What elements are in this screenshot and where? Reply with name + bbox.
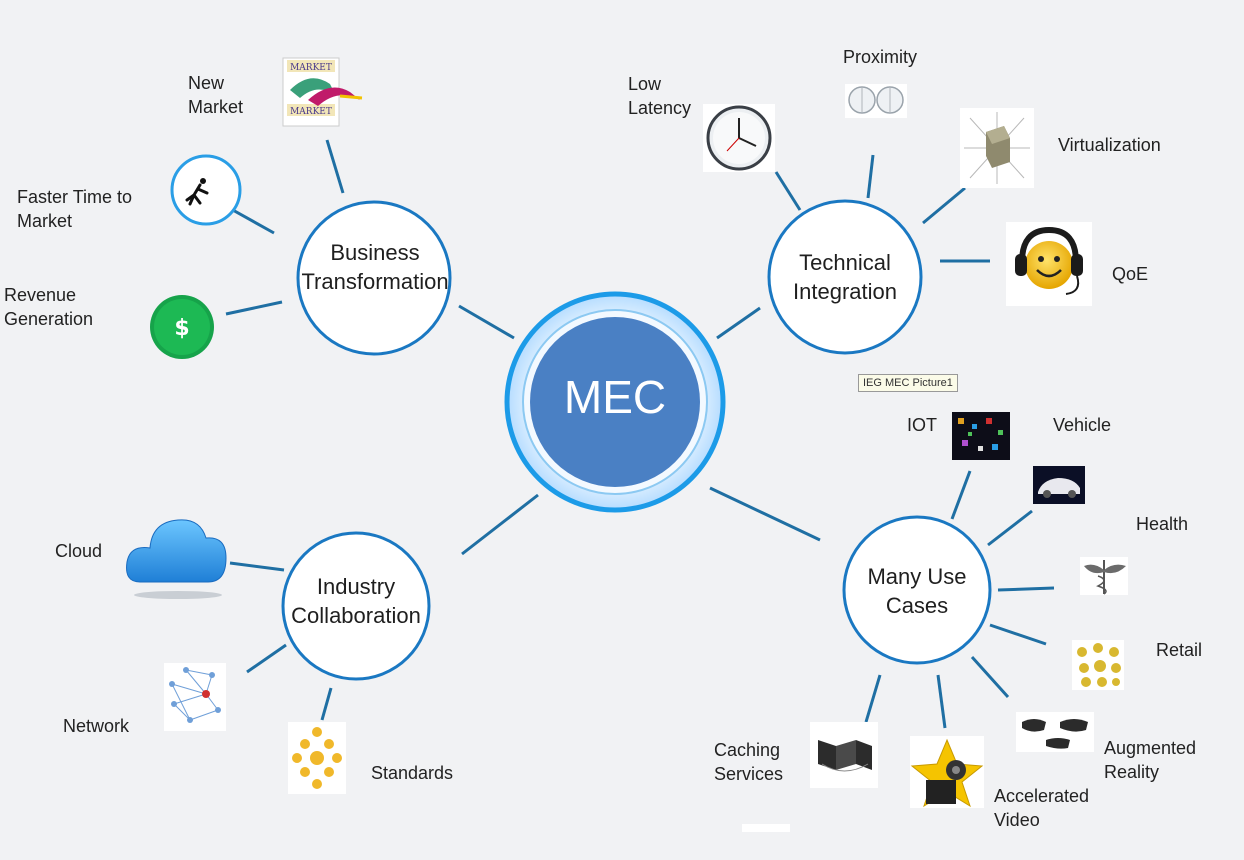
- connector-low-latency: [774, 171, 802, 211]
- svg-text:MARKET: MARKET: [290, 63, 332, 73]
- market-logo-icon: MARKET MARKET: [282, 57, 363, 127]
- film-star-icon: [910, 736, 984, 808]
- clock-icon: [703, 104, 775, 172]
- label-retail: Retail: [1156, 640, 1203, 660]
- connector-ar: [970, 655, 1010, 699]
- connector-network: [246, 643, 287, 674]
- ar-glasses-icon: [1016, 712, 1094, 752]
- hub-technical-label: Technical Integration: [793, 250, 897, 304]
- connector-center-business: [458, 304, 515, 340]
- hub-usecases-label: Many Use Cases: [867, 564, 967, 618]
- label-new-market: New Market: [188, 73, 244, 117]
- connector-caching: [864, 674, 882, 723]
- label-caching-services: Caching Services: [714, 740, 784, 784]
- connector-retail: [989, 623, 1047, 646]
- label-iot: IOT: [907, 415, 937, 435]
- label-network: Network: [63, 716, 130, 736]
- virtualization-cube-icon: [960, 108, 1034, 188]
- proximity-icon: [845, 84, 907, 118]
- caching-books-icon: [810, 722, 878, 788]
- image-tooltip: IEG MEC Picture1: [858, 374, 958, 392]
- hub-circles: [281, 199, 992, 681]
- label-proximity: Proximity: [843, 47, 918, 67]
- standards-cluster-icon: [288, 722, 346, 794]
- label-revenue: Revenue Generation: [4, 285, 94, 329]
- label-faster-time: Faster Time to Market: [17, 187, 133, 231]
- svg-text:MARKET: MARKET: [290, 107, 332, 117]
- running-man-icon: [170, 154, 242, 226]
- hub-industry-label: Industry Collaboration: [291, 574, 421, 628]
- caduceus-icon: [1080, 557, 1128, 595]
- car-icon: [1033, 466, 1085, 504]
- connector-standards: [320, 687, 333, 721]
- connector-video: [936, 674, 947, 729]
- connector-center-industry: [461, 493, 539, 556]
- connector-revenue: [225, 300, 283, 316]
- connector-vehicle: [987, 509, 1033, 547]
- label-augmented-reality: Augmented Reality: [1104, 738, 1197, 782]
- connector-proximity: [866, 154, 875, 199]
- hub-business: [296, 200, 452, 356]
- label-qoe: QoE: [1112, 264, 1149, 284]
- retail-icon: [1072, 640, 1124, 690]
- smiley-headset-icon: [1006, 222, 1092, 306]
- connector-new-market: [325, 139, 345, 194]
- label-accelerated-video: Accelerated Video: [994, 786, 1090, 830]
- connector-cloud: [229, 561, 285, 572]
- connector-virtualization: [922, 186, 966, 225]
- label-cloud: Cloud: [55, 541, 103, 561]
- label-vehicle: Vehicle: [1053, 415, 1112, 435]
- connector-center-technical: [716, 306, 761, 340]
- mec-label: MEC: [563, 371, 667, 423]
- label-health: Health: [1136, 514, 1189, 534]
- label-standards: Standards: [371, 763, 454, 783]
- mec-center-node: [504, 291, 726, 513]
- label-virtualization: Virtualization: [1058, 135, 1161, 155]
- label-low-latency: Low Latency: [628, 74, 692, 118]
- cloud-icon: [126, 519, 227, 599]
- hub-usecases: [842, 515, 992, 665]
- svg-text:$: $: [174, 316, 189, 341]
- hub-business-label: Business Transformation: [301, 240, 449, 294]
- connector-iot: [950, 470, 972, 520]
- connector-health: [997, 586, 1055, 592]
- blank-patch: [742, 824, 790, 832]
- hub-technical: [767, 199, 923, 355]
- dollar-icon: $: [150, 295, 214, 359]
- connector-center-usecases: [709, 486, 821, 542]
- hub-industry: [281, 531, 431, 681]
- iot-icon: [952, 412, 1010, 460]
- network-graph-icon: [164, 663, 226, 731]
